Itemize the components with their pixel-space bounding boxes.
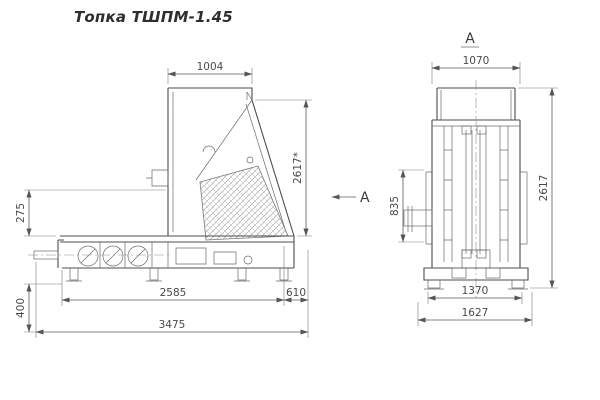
side-view-base (33, 235, 295, 269)
dim-label-610: 610 (286, 287, 306, 299)
dim-label-835: 835 (389, 196, 401, 216)
dim-front-right-height: 2617 (518, 87, 558, 289)
front-view-label: A (465, 31, 475, 47)
front-view-pipe (403, 171, 528, 245)
front-view: A (389, 31, 558, 326)
dim-label-1370: 1370 (462, 285, 489, 297)
side-view-hopper-outline (146, 87, 295, 237)
dim-front-left-height: 835 (389, 169, 424, 243)
hook-mark (202, 145, 216, 153)
side-view: 1004 2617* 275 400 (15, 61, 312, 338)
front-view-base (423, 249, 529, 290)
dim-side-bottom-main: 2585 (61, 246, 285, 306)
grate-hatch-area (199, 165, 289, 241)
front-view-body (431, 80, 521, 298)
dim-front-bottom-inner: 1370 (427, 285, 523, 304)
screw-conveyor (28, 245, 172, 267)
dim-side-bottom-secondary: 610 (283, 250, 309, 306)
dim-front-top-width: 1070 (431, 55, 521, 84)
side-view-legs (66, 268, 292, 282)
dim-label-3475: 3475 (159, 319, 186, 331)
front-view-label-group: A (461, 31, 479, 48)
dim-label-400: 400 (15, 298, 27, 318)
dim-label-2585: 2585 (160, 287, 187, 299)
dim-label-275: 275 (15, 203, 27, 223)
dim-label-2617-star: 2617* (292, 152, 304, 184)
dim-side-overall-height: 2617* (255, 99, 312, 237)
dim-label-1004: 1004 (197, 61, 224, 73)
dim-front-bottom-outer: 1627 (417, 292, 533, 326)
dim-side-left-lower: 400 (15, 283, 62, 333)
dim-side-top-width: 1004 (167, 61, 253, 84)
drawing-title: Топка ТШПМ-1.45 (74, 8, 233, 26)
dim-label-1070: 1070 (463, 55, 490, 67)
dim-side-bottom-total: 3475 (35, 262, 309, 338)
dim-label-1627: 1627 (462, 307, 489, 319)
section-arrow: A (331, 190, 370, 206)
section-arrow-label: A (360, 190, 370, 206)
dim-side-left-upper: 275 (15, 189, 166, 237)
dim-label-2617: 2617 (538, 175, 550, 202)
